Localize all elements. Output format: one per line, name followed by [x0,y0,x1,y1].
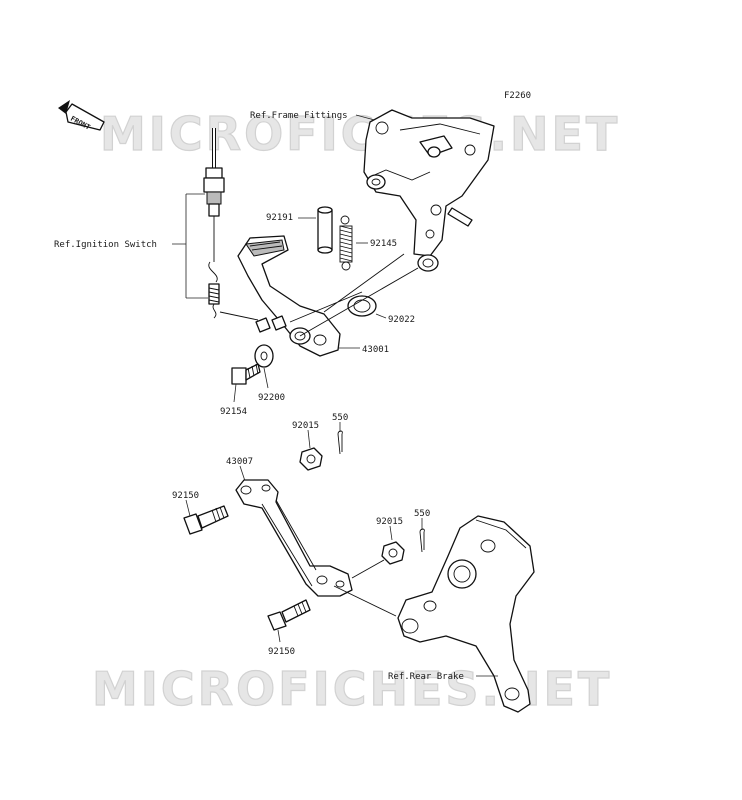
rear-brake-lever [397,515,535,713]
part-label-550-upper: 550 [332,413,348,423]
part-550-cotter-pin-lower [419,528,425,553]
part-92015-nut-upper [299,447,323,471]
figure-code: F2260 [504,91,531,101]
part-92015-nut-lower [381,541,405,565]
leader-92022 [375,313,387,319]
part-92154-bolt [231,363,261,385]
part-label-92150-upper: 92150 [172,491,199,501]
part-label-92154: 92154 [220,407,247,417]
part-label-92145: 92145 [370,239,397,249]
part-92200-washer [254,344,274,368]
part-92191-collar [317,206,333,254]
front-arrow-icon: FRONT [58,100,105,132]
part-label-550-lower: 550 [414,509,430,519]
ref-ignition-switch-bracket [172,193,208,299]
part-label-92022: 92022 [388,315,415,325]
ref-frame-fittings-label: Ref.Frame Fittings [250,111,348,121]
part-label-92200: 92200 [258,393,285,403]
ref-ignition-switch-label: Ref.Ignition Switch [54,240,157,250]
part-43001-brake-pedal [237,235,341,357]
part-43007-brake-rod [235,479,353,597]
part-label-43007: 43007 [226,457,253,467]
watermark-top: MICROFICHES.NET [100,107,620,161]
part-92150-bolt-lower [267,599,311,631]
part-92022-washer [347,295,377,317]
leader-92150-lower [277,629,281,643]
watermark-bottom: MICROFICHES.NET [92,662,612,716]
leader-92200 [263,367,269,389]
part-label-43001: 43001 [362,345,389,355]
part-label-92015-upper: 92015 [292,421,319,431]
leader-92150-upper [185,499,191,517]
part-label-92191: 92191 [266,213,293,223]
part-550-cotter-pin-upper [337,430,343,455]
part-92145-spring [339,215,353,271]
part-label-92150-lower: 92150 [268,647,295,657]
leader-92154 [233,383,237,403]
leader-92015-lower [389,525,393,541]
part-92150-bolt-upper [183,505,229,535]
frame-fitting-bracket [363,109,495,272]
part-label-92015-lower: 92015 [376,517,403,527]
ref-rear-brake-label: Ref.Rear Brake [388,672,464,682]
ignition-switch-assembly [203,128,225,319]
leader-92015-upper [307,429,311,449]
